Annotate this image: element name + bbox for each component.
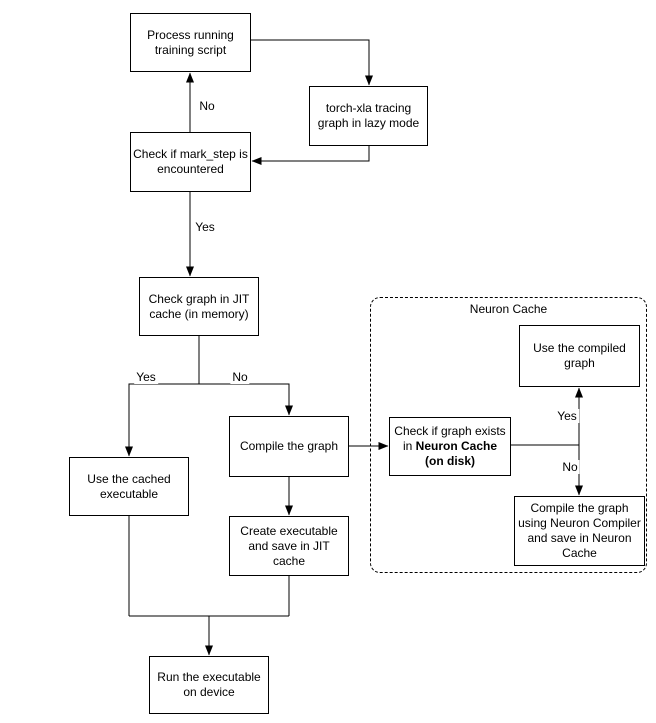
node-label: Process running training script <box>147 27 234 57</box>
edge-label-jit-yes: Yes <box>134 370 158 384</box>
node-label: Use the cached executable <box>87 471 171 501</box>
node-use-compiled-graph: Use the compiled graph <box>519 325 640 387</box>
node-compile-with-neuron-compiler: Compile the graph using Neuron Compiler … <box>514 496 645 566</box>
edge-label-neuron-yes: Yes <box>555 409 579 423</box>
node-compile-the-graph: Compile the graph <box>229 416 349 477</box>
node-use-cached-executable: Use the cached executable <box>69 457 189 516</box>
edge-torchxla-to-markstep <box>251 146 370 165</box>
node-run-executable-on-device: Run the executable on device <box>149 656 269 714</box>
node-check-jit-cache: Check graph in JIT cache (in memory) <box>139 277 259 336</box>
node-label: Check if graph exists in Neuron Cache (o… <box>394 424 506 468</box>
edge-label-mark-step-no: No <box>197 99 217 113</box>
node-label: Use the compiled graph <box>533 341 626 370</box>
node-label: Create executable and save in JIT cache <box>240 523 338 568</box>
node-torch-xla-tracing: torch-xla tracing graph in lazy mode <box>309 86 428 146</box>
node-label: Compile the graph using Neuron Compiler … <box>518 501 641 560</box>
node-label: Check graph in JIT cache (in memory) <box>148 291 250 321</box>
edge-process-to-torchxla <box>251 39 373 86</box>
node-check-mark-step: Check if mark_step is encountered <box>130 132 251 192</box>
node-process-running-training-script: Process running training script <box>130 13 251 72</box>
neuron-cache-group-title: Neuron Cache <box>469 302 548 316</box>
node-create-executable-save-jit: Create executable and save in JIT cache <box>229 516 349 576</box>
node-label: torch-xla tracing graph in lazy mode <box>317 101 420 130</box>
edge-label-neuron-no: No <box>560 460 580 474</box>
node-label: Compile the graph <box>239 439 339 453</box>
node-label: Check if mark_step is encountered <box>133 147 248 176</box>
edge-jit-no-to-compile <box>199 383 293 416</box>
edge-label-mark-step-yes: Yes <box>193 220 217 234</box>
node-label: Run the executable on device <box>157 670 261 699</box>
node-check-neuron-cache: Check if graph exists in Neuron Cache (o… <box>389 417 511 476</box>
edge-label-jit-no: No <box>230 370 250 384</box>
neuron-cache-group: Neuron Cache <box>370 297 647 573</box>
edge-jit-yes-to-usecached <box>125 383 199 457</box>
